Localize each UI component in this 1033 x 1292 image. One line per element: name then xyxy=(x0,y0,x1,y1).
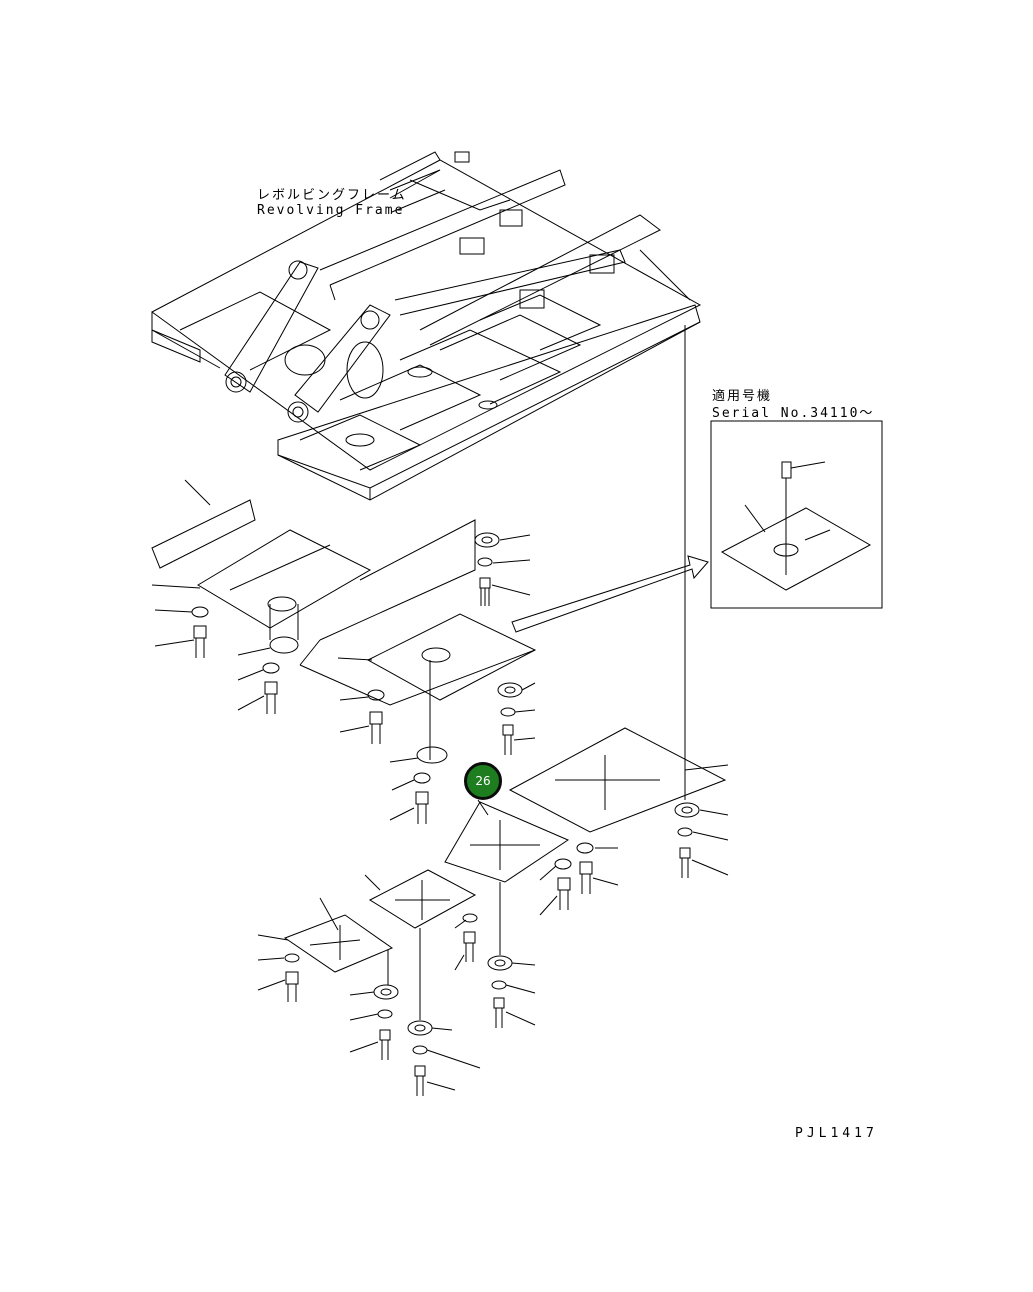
left-leaders xyxy=(152,585,488,930)
callout-26[interactable]: 26 xyxy=(464,762,502,800)
under-cover-plates xyxy=(152,480,725,1020)
arrow-to-inset xyxy=(512,556,708,632)
drawing-code: PJL1417 xyxy=(795,1126,878,1141)
revolving-frame xyxy=(152,152,700,500)
revolving-frame-label-en: Revolving Frame xyxy=(257,203,405,218)
serial-label-en: Serial No.34110〜 xyxy=(712,406,875,421)
serial-inset xyxy=(711,421,882,608)
revolving-frame-label-jp: レボルビングフレーム xyxy=(257,188,407,203)
serial-label-jp: 適用号機 xyxy=(712,389,773,404)
mounts-and-bolts xyxy=(155,533,728,1096)
